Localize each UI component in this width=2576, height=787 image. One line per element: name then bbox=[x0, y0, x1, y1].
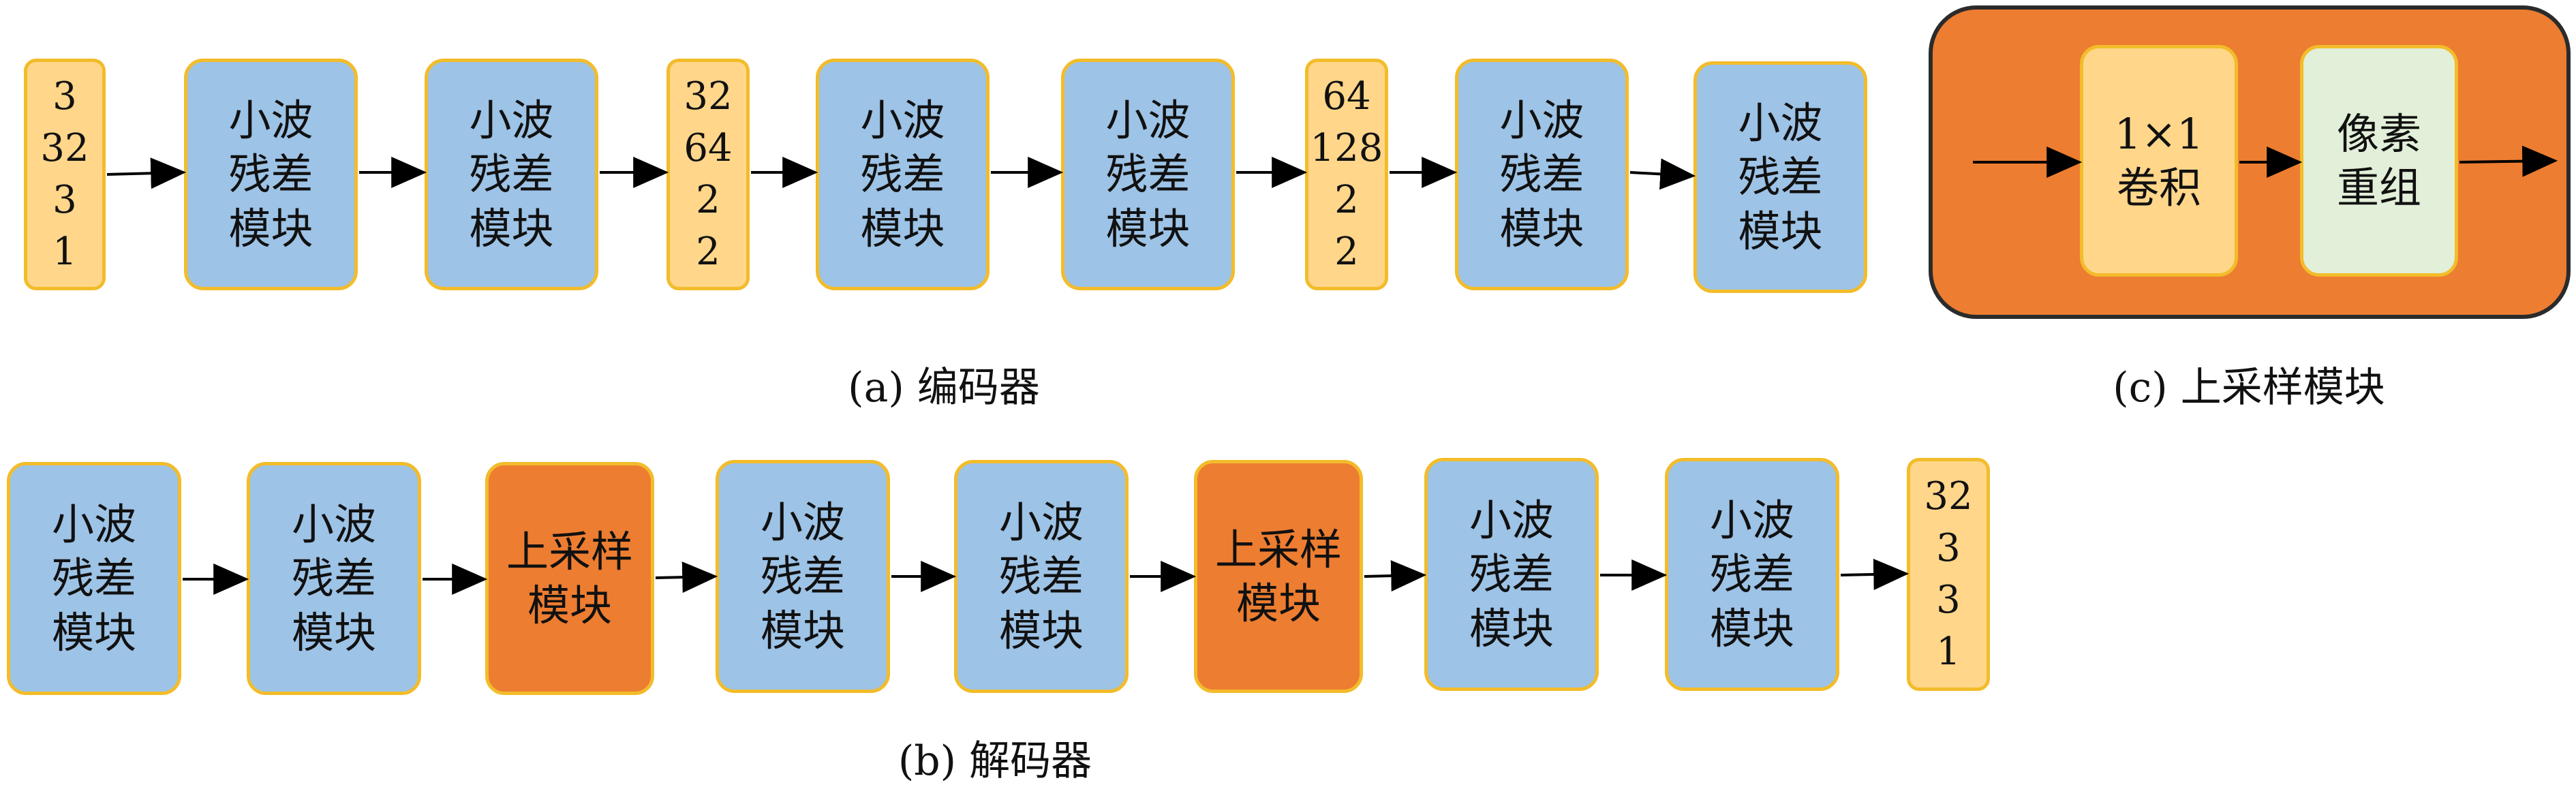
tensor-dim: 2 bbox=[696, 230, 720, 275]
block-label: 模块 bbox=[760, 605, 845, 655]
block-label: 残差 bbox=[998, 551, 1084, 602]
block-label: 模块 bbox=[998, 605, 1084, 655]
block-label: 模块 bbox=[469, 203, 554, 253]
arrow bbox=[1364, 560, 1427, 592]
encoder-wavelet-block-1: 小波 残差 模块 bbox=[184, 59, 358, 290]
block-label: 上采样 bbox=[1214, 524, 1342, 574]
decoder-wavelet-block-4: 小波 残差 模块 bbox=[954, 460, 1129, 693]
block-label: 模块 bbox=[1709, 603, 1794, 653]
tensor-dim: 64 bbox=[684, 125, 733, 170]
block-label: 小波 bbox=[860, 95, 945, 145]
tensor-dim: 64 bbox=[1322, 74, 1371, 119]
block-label: 残差 bbox=[228, 149, 313, 200]
tensor-dim: 3 bbox=[52, 178, 77, 222]
block-label: 小波 bbox=[1738, 97, 1823, 148]
arrow bbox=[655, 561, 718, 593]
tensor-dim: 32 bbox=[40, 125, 89, 170]
decoder-caption: (b) 解码器 bbox=[898, 737, 1092, 785]
tensor-dim: 3 bbox=[52, 74, 77, 119]
block-label: 小波 bbox=[760, 497, 845, 547]
tensor-dim: 2 bbox=[696, 178, 720, 222]
tensor-dim: 32 bbox=[684, 74, 733, 119]
block-label: 重组 bbox=[2336, 163, 2421, 213]
tensor-dim: 3 bbox=[1936, 525, 1961, 570]
decoder-wavelet-block-6: 小波 残差 模块 bbox=[1665, 458, 1839, 691]
block-label: 残差 bbox=[1738, 152, 1823, 202]
encoder-wavelet-block-5: 小波 残差 模块 bbox=[1455, 59, 1629, 290]
decoder-output-tensor: 32 3 3 1 bbox=[1907, 458, 1990, 691]
block-label: 残差 bbox=[760, 551, 845, 602]
block-label: 像素 bbox=[2336, 108, 2421, 159]
block-label: 残差 bbox=[860, 149, 945, 200]
block-label: 小波 bbox=[228, 95, 313, 145]
block-label: 残差 bbox=[1469, 549, 1554, 600]
block-label: 模块 bbox=[527, 581, 612, 630]
upsample-module-caption: (c) 上采样模块 bbox=[2113, 364, 2385, 412]
tensor-dim: 1 bbox=[1936, 630, 1961, 675]
block-label: 小波 bbox=[1469, 495, 1554, 545]
block-label: 模块 bbox=[860, 203, 945, 253]
block-label: 模块 bbox=[1469, 603, 1554, 653]
block-label: 小波 bbox=[1709, 495, 1794, 545]
block-label: 1×1 bbox=[2114, 108, 2204, 159]
encoder-mid-tensor-1: 32 64 2 2 bbox=[666, 59, 750, 290]
tensor-dim: 2 bbox=[1334, 178, 1359, 222]
tensor-dim: 3 bbox=[1936, 578, 1961, 622]
block-label: 残差 bbox=[51, 553, 136, 604]
block-label: 模块 bbox=[1236, 578, 1321, 628]
block-label: 小波 bbox=[1105, 95, 1191, 145]
block-label: 残差 bbox=[1709, 549, 1794, 600]
tensor-dim: 128 bbox=[1310, 125, 1383, 170]
block-label: 卷积 bbox=[2116, 163, 2201, 213]
block-label: 小波 bbox=[998, 497, 1084, 547]
block-label: 残差 bbox=[1105, 149, 1191, 200]
block-label: 残差 bbox=[291, 553, 376, 604]
encoder-wavelet-block-2: 小波 残差 模块 bbox=[425, 59, 598, 290]
pixel-shuffle-block: 像素 重组 bbox=[2300, 45, 2458, 277]
block-label: 残差 bbox=[1499, 149, 1584, 200]
decoder-wavelet-block-1: 小波 残差 模块 bbox=[7, 462, 181, 695]
encoder-mid-tensor-2: 64 128 2 2 bbox=[1305, 59, 1388, 290]
arrow bbox=[106, 157, 187, 189]
decoder-wavelet-block-5: 小波 残差 模块 bbox=[1424, 458, 1599, 691]
block-label: 模块 bbox=[228, 203, 313, 253]
block-label: 残差 bbox=[469, 149, 554, 200]
encoder-caption: (a) 编码器 bbox=[848, 364, 1040, 412]
block-label: 模块 bbox=[1499, 203, 1584, 253]
block-label: 小波 bbox=[51, 499, 136, 549]
decoder-upsample-block-2: 上采样 模块 bbox=[1194, 460, 1363, 693]
arrow bbox=[1840, 558, 1910, 590]
decoder-wavelet-block-3: 小波 残差 模块 bbox=[716, 460, 890, 693]
encoder-input-tensor: 3 32 3 1 bbox=[24, 59, 106, 290]
encoder-wavelet-block-3: 小波 残差 模块 bbox=[816, 59, 990, 290]
block-label: 上采样 bbox=[506, 526, 633, 576]
block-label: 模块 bbox=[1738, 206, 1823, 256]
encoder-wavelet-block-6: 小波 残差 模块 bbox=[1693, 61, 1867, 293]
arrow bbox=[2459, 145, 2558, 177]
arrow bbox=[1629, 158, 1696, 190]
tensor-dim: 32 bbox=[1924, 474, 1973, 519]
block-label: 模块 bbox=[291, 607, 376, 658]
tensor-dim: 1 bbox=[52, 230, 77, 275]
block-label: 模块 bbox=[51, 607, 136, 658]
block-label: 小波 bbox=[469, 95, 554, 145]
block-label: 模块 bbox=[1105, 203, 1191, 253]
block-label: 小波 bbox=[1499, 95, 1584, 145]
block-label: 小波 bbox=[291, 499, 376, 549]
tensor-dim: 2 bbox=[1334, 230, 1359, 275]
